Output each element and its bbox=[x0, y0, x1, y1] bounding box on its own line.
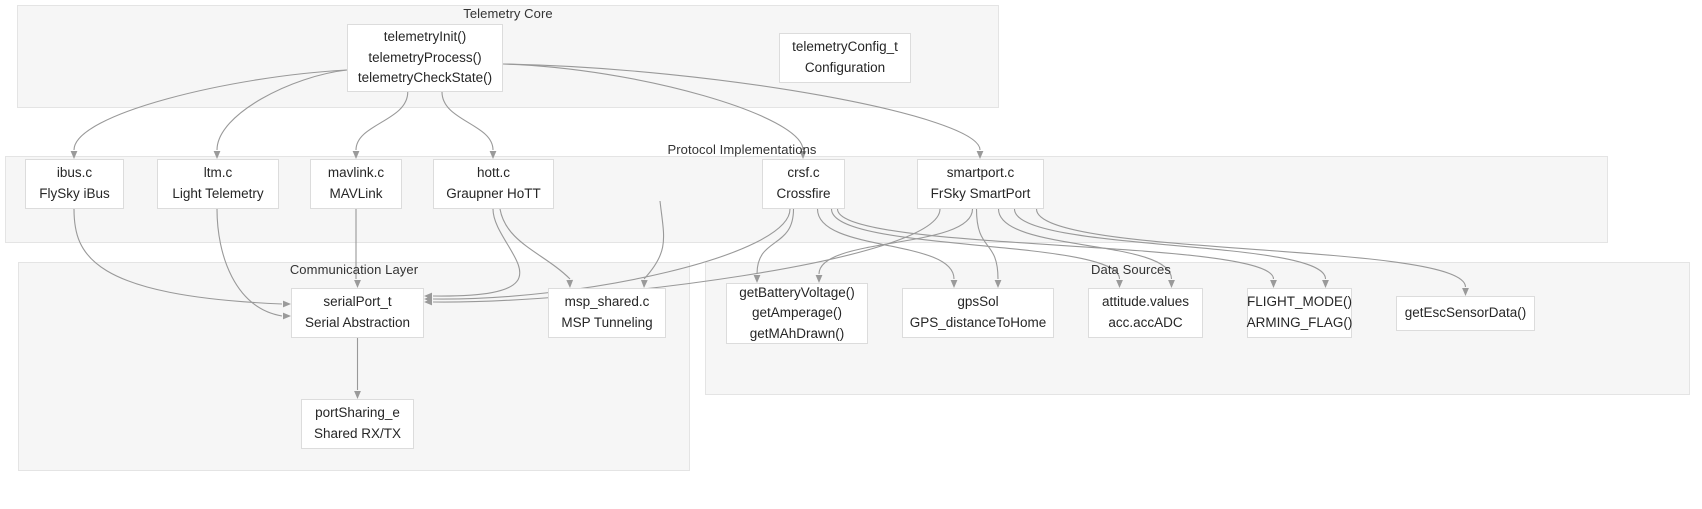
cluster-label-communication: Communication Layer bbox=[289, 262, 419, 277]
node-esc[interactable]: getEscSensorData() bbox=[1396, 296, 1535, 331]
node-label-line: ltm.c bbox=[203, 165, 233, 181]
node-label-line: msp_shared.c bbox=[564, 294, 650, 310]
node-label-line: Crossfire bbox=[776, 186, 831, 201]
node-label-line: FrSky SmartPort bbox=[930, 186, 1031, 201]
node-label-line: telemetryInit() bbox=[383, 29, 467, 45]
node-label-line: getBatteryVoltage() bbox=[739, 284, 855, 300]
node-label-line: getMAhDrawn() bbox=[749, 325, 845, 341]
node-label-line: telemetryProcess() bbox=[368, 49, 482, 65]
node-label-line: Light Telemetry bbox=[172, 186, 264, 201]
node-label-line: gpsSol bbox=[957, 294, 999, 310]
node-label-line: telemetryCheckState() bbox=[357, 70, 493, 86]
node-label-line: Shared RX/TX bbox=[313, 426, 402, 441]
node-label-line: serialPort_t bbox=[323, 294, 392, 310]
cluster-label-protocols: Protocol Implementations bbox=[667, 142, 817, 157]
node-label-line: GPS_distanceToHome bbox=[909, 315, 1047, 330]
node-flags[interactable]: FLIGHT_MODE() ARMING_FLAG() bbox=[1247, 288, 1352, 338]
node-label-line: ARMING_FLAG() bbox=[1246, 315, 1353, 330]
node-label-line: portSharing_e bbox=[315, 405, 400, 421]
node-attitude[interactable]: attitude.values acc.accADC bbox=[1088, 288, 1203, 338]
node-label-line: Serial Abstraction bbox=[304, 315, 411, 330]
cluster-label-telemetry_core: Telemetry Core bbox=[463, 6, 553, 21]
node-label-line: FLIGHT_MODE() bbox=[1247, 294, 1353, 310]
cluster-label-data_sources: Data Sources bbox=[1091, 262, 1171, 277]
node-label-line: getAmperage() bbox=[751, 305, 843, 321]
node-label-line: ibus.c bbox=[56, 165, 93, 181]
node-telemetry[interactable]: telemetryInit() telemetryProcess() telemet… bbox=[347, 24, 503, 92]
node-battery[interactable]: getBatteryVoltage() getAmperage() getMAhDr… bbox=[726, 283, 868, 344]
node-label-line: hott.c bbox=[476, 165, 511, 181]
node-label-line: MSP Tunneling bbox=[561, 315, 653, 330]
node-label-line: acc.accADC bbox=[1108, 315, 1183, 330]
node-label-line: smartport.c bbox=[946, 165, 1015, 181]
node-label-line: attitude.values bbox=[1101, 294, 1190, 310]
node-label-line: mavlink.c bbox=[327, 165, 385, 181]
node-label-line: FlySky iBus bbox=[39, 186, 110, 201]
node-label-line: crsf.c bbox=[787, 165, 820, 181]
node-label-line: Graupner HoTT bbox=[446, 186, 541, 201]
node-label-line: MAVLink bbox=[329, 186, 383, 201]
node-label-line: Configuration bbox=[804, 60, 886, 75]
node-label-line: telemetryConfig_t bbox=[792, 39, 898, 55]
node-label-line: getEscSensorData() bbox=[1404, 305, 1527, 321]
